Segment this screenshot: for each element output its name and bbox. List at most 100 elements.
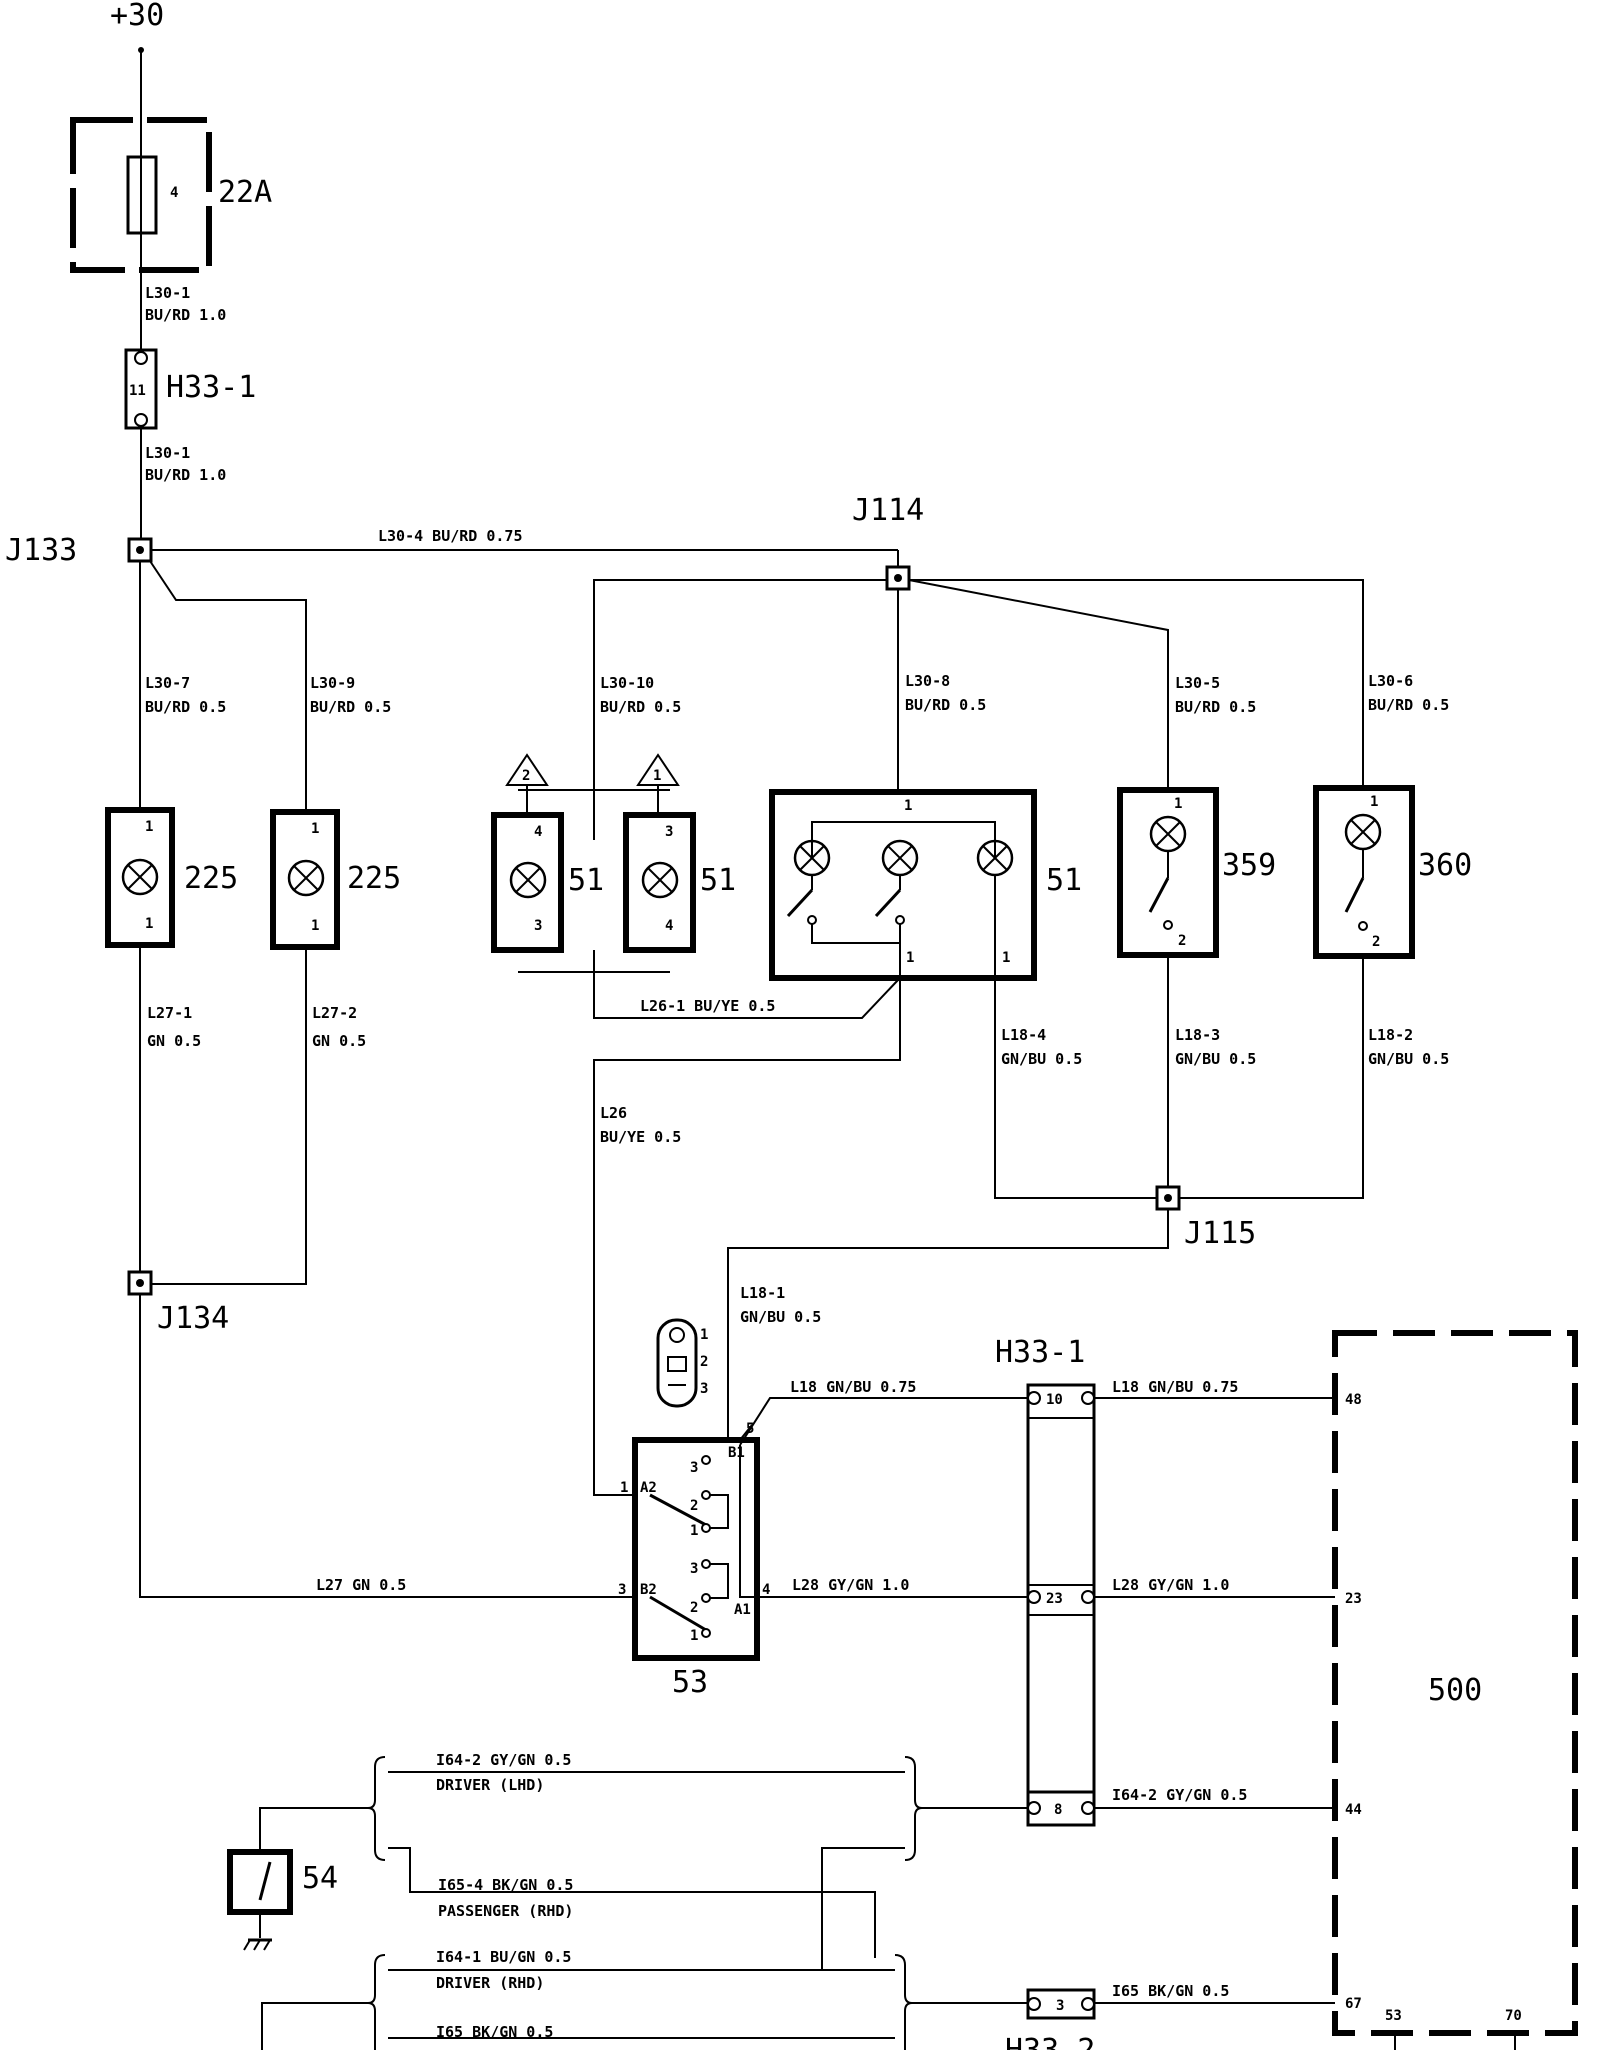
wire-l18-1 — [727, 1209, 1169, 1446]
wire-l30-5 — [908, 579, 1169, 790]
sw-bridge — [710, 1494, 729, 1529]
lamp51c-label: 51 — [1046, 863, 1082, 898]
sw-icon-pin2: 2 — [700, 1354, 708, 1370]
sw53-b1: B1 — [728, 1445, 745, 1461]
bulb-cross-b — [127, 864, 153, 890]
connector-h33-1 — [1026, 1383, 1096, 1827]
switch-pin — [1358, 921, 1368, 931]
h33-pin10: 10 — [1046, 1392, 1063, 1408]
label-l27: L27 GN 0.5 — [316, 1576, 406, 1594]
lamp225b-pin1-bot: 1 — [311, 918, 319, 934]
left-brace-upper — [367, 1756, 386, 1861]
switch-bus — [811, 924, 901, 944]
ground-hatch — [253, 1939, 261, 1951]
label-l30-6-spec: BU/RD 0.5 — [1368, 696, 1449, 714]
lamp360-pin1: 1 — [1370, 794, 1378, 810]
module-500 — [1332, 1330, 1578, 2036]
sw-icon-pin3: 3 — [700, 1381, 708, 1397]
wire-l30-10 — [593, 579, 887, 840]
h33-pin23: 23 — [1046, 1591, 1063, 1607]
lamp225b-pin1-top: 1 — [311, 821, 319, 837]
m500-pin67: 67 — [1345, 1996, 1362, 2012]
junction-j114-dot — [894, 574, 902, 582]
fuse-number: 4 — [170, 185, 178, 201]
switch-pin — [1163, 920, 1173, 930]
m500-pin48: 48 — [1345, 1392, 1362, 1408]
switch54-label: 54 — [302, 1861, 338, 1896]
label-l30-5-spec: BU/RD 0.5 — [1175, 698, 1256, 716]
bulb-cross-b — [1155, 821, 1181, 847]
connector-pin — [1081, 1590, 1095, 1604]
lamp51a-pin3: 3 — [534, 918, 542, 934]
switch-contact — [1148, 877, 1170, 913]
junction-j133-dot — [136, 546, 144, 554]
label-l30-8: L30-8 — [905, 672, 950, 690]
label-l30-1-a: L30-1 — [145, 284, 190, 302]
h33-1-top-label: H33-1 — [166, 370, 256, 405]
label-l18-2-spec: GN/BU 0.5 — [1368, 1050, 1449, 1068]
j133-label: J133 — [5, 533, 77, 568]
connector-pin — [1027, 1801, 1041, 1815]
label-l18-2: L18-2 — [1368, 1026, 1413, 1044]
ground-hatch — [263, 1939, 271, 1951]
sw53-pos3a: 3 — [690, 1460, 698, 1476]
label-l30-4: L30-4 BU/RD 0.75 — [378, 527, 523, 545]
wire-l26 — [593, 978, 901, 1496]
lamp-icon — [667, 1356, 687, 1372]
label-l30-7-spec: BU/RD 0.5 — [145, 698, 226, 716]
headlight-switch-icon — [656, 1318, 698, 1408]
connector-pin — [1081, 1801, 1095, 1815]
connector-pin-top — [134, 351, 148, 365]
wire-l18-4 — [994, 978, 1160, 1199]
connector-h33-1-label: H33-1 — [995, 1335, 1085, 1370]
sun-icon — [669, 1327, 685, 1343]
connector-pin — [1081, 1997, 1095, 2011]
label-l26-spec: BU/YE 0.5 — [600, 1128, 681, 1146]
lamp51b-pin4: 4 — [665, 918, 673, 934]
label-i64-2-top: I64-2 GY/GN 0.5 — [436, 1751, 571, 1769]
bulb-cross-b — [647, 867, 673, 893]
lamp360-label: 360 — [1418, 848, 1472, 883]
h33-pin8: 8 — [1054, 1802, 1062, 1818]
connector-pin — [1027, 1391, 1041, 1405]
label-l27-1-spec: GN 0.5 — [147, 1032, 201, 1050]
bulb-cross-b — [887, 845, 913, 871]
switch-53 — [632, 1437, 760, 1661]
bulb-icon — [641, 861, 679, 899]
sw-pin — [701, 1559, 711, 1569]
wire-passenger-link — [821, 1847, 905, 1970]
label-l26-1: L26-1 BU/YE 0.5 — [640, 997, 775, 1015]
supply-label: +30 — [110, 0, 164, 33]
wire-l26-1 — [593, 950, 899, 1019]
wire-l18-2 — [1179, 956, 1364, 1199]
m500-pin44: 44 — [1345, 1802, 1362, 1818]
left-brace-lower — [367, 1954, 386, 2050]
m500-pin23: 23 — [1345, 1591, 1362, 1607]
label-i64-1: I64-1 BU/GN 0.5 — [436, 1948, 571, 1966]
wire-l30-6 — [909, 579, 1364, 788]
warn2-text: 2 — [522, 768, 530, 784]
sw-pin — [701, 1490, 711, 1500]
sw53-a1: A1 — [734, 1602, 751, 1618]
sw53-contact-a — [649, 1493, 707, 1527]
label-l30-9: L30-9 — [310, 674, 355, 692]
connector-pin-bottom — [134, 413, 148, 427]
wire-l27 — [139, 1294, 632, 1598]
j134-label: J134 — [157, 1301, 229, 1336]
junction-j134-dot — [136, 1279, 144, 1287]
sw53-b2: B2 — [640, 1582, 657, 1598]
label-l18-1: L18-1 — [740, 1284, 785, 1302]
bulb-cross-b — [1350, 819, 1376, 845]
label-l18-4: L18-4 — [1001, 1026, 1046, 1044]
label-l18-3-spec: GN/BU 0.5 — [1175, 1050, 1256, 1068]
switch-pin — [807, 915, 817, 925]
lamp-51-b — [623, 812, 696, 953]
connector-pin — [1027, 1590, 1041, 1604]
lamp360-pin2: 2 — [1372, 934, 1380, 950]
switch-54 — [227, 1849, 293, 1915]
switch53-label: 53 — [672, 1665, 708, 1700]
label-i65-bottom: I65 BK/GN 0.5 — [436, 2023, 553, 2041]
bulb-icon — [509, 861, 547, 899]
lamp359-label: 359 — [1222, 848, 1276, 883]
fuse-name: 22A — [218, 175, 272, 210]
